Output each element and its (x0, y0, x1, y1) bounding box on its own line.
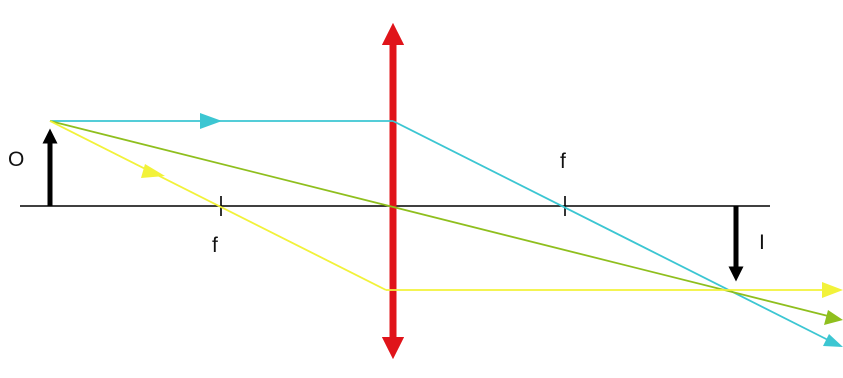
ray-focal-arrowhead (141, 164, 165, 178)
image-label: I (759, 231, 765, 254)
ray-center-end-arrowhead (824, 310, 843, 325)
ray-parallel-arrowhead (200, 113, 222, 129)
ray-parallel-end-arrowhead (823, 334, 843, 347)
focal-label-left: f (212, 234, 218, 257)
ray-focal (49, 120, 835, 291)
ray-focal-end-arrowhead (822, 282, 843, 298)
focal-label-right: f (560, 150, 566, 173)
ray-parallel (50, 120, 841, 347)
ray-center (49, 120, 841, 320)
object-label: O (8, 148, 24, 171)
